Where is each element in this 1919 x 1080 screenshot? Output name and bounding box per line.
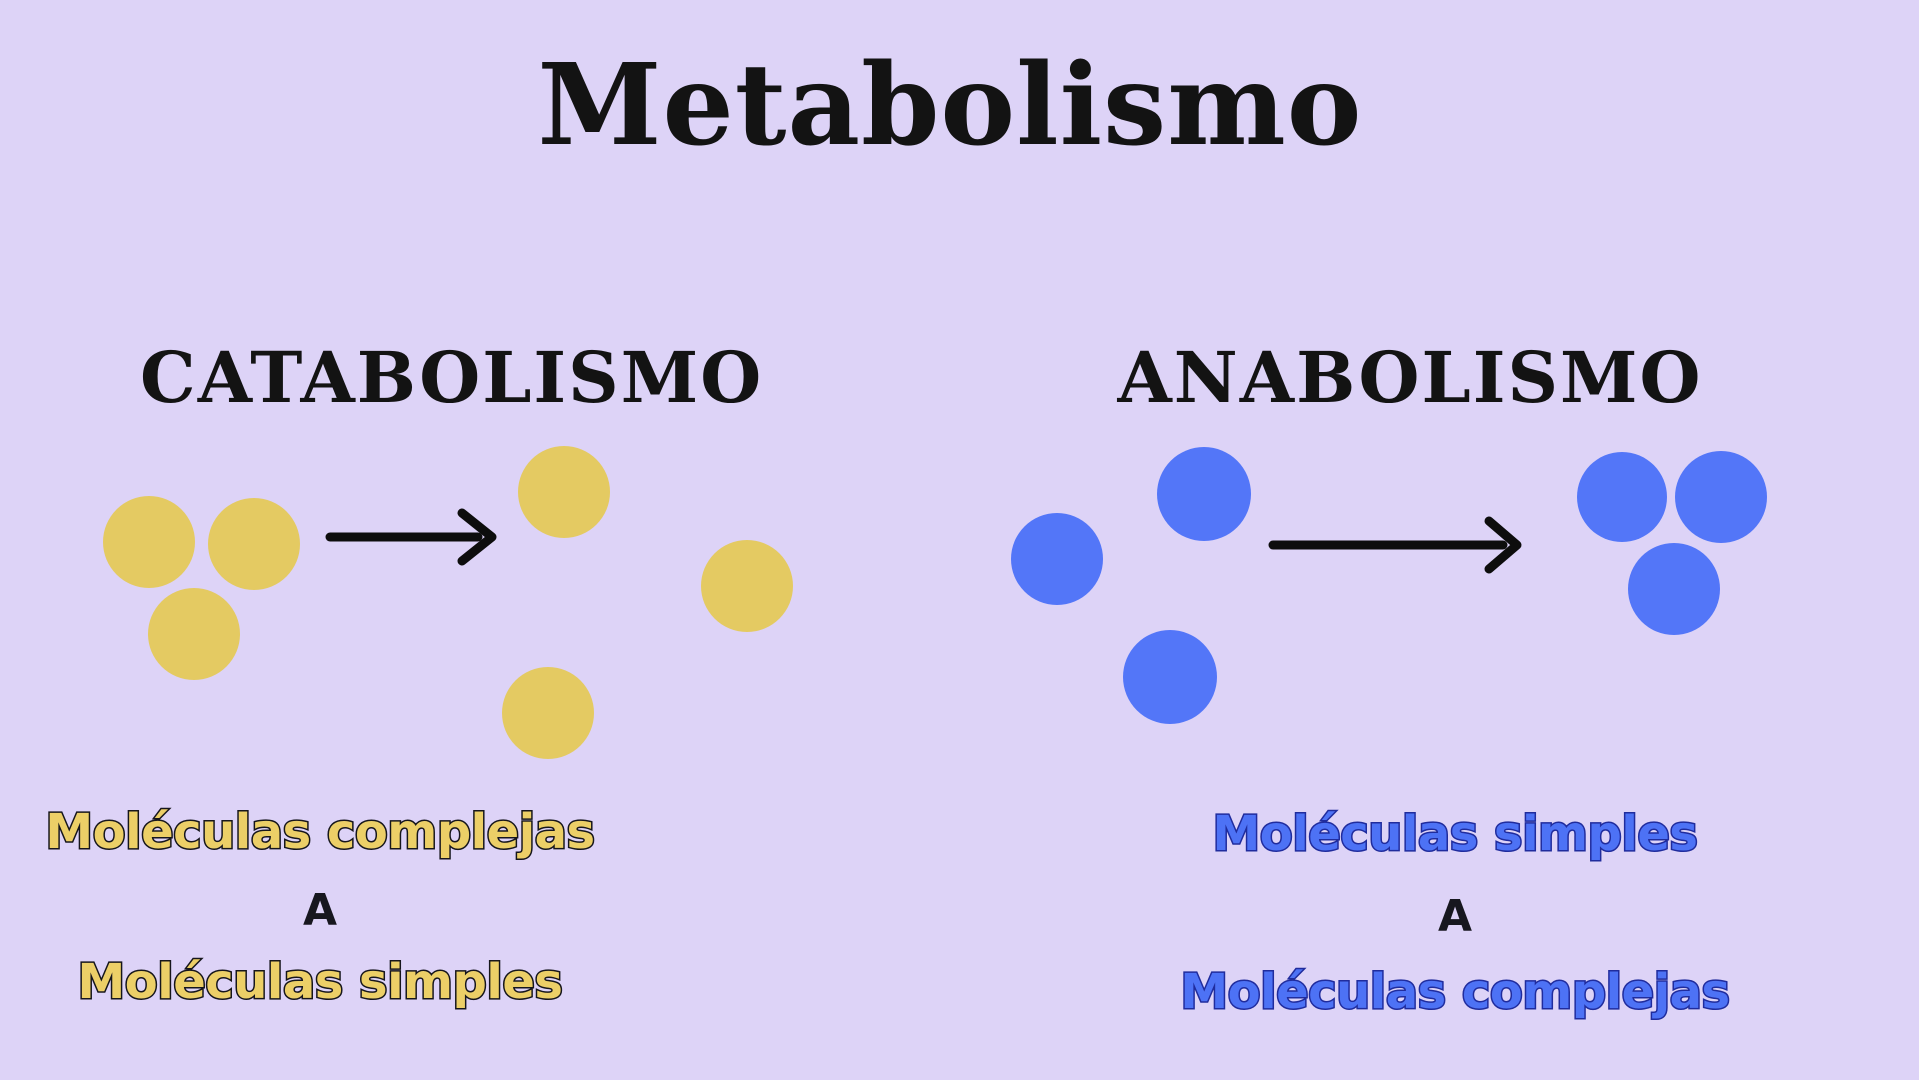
molecule-circle xyxy=(1123,630,1217,724)
anabolismo-heading: ANABOLISMO xyxy=(1117,336,1703,419)
catabolismo-heading: CATABOLISMO xyxy=(140,336,764,419)
molecule-circle xyxy=(1628,543,1720,635)
molecule-circle xyxy=(1675,451,1767,543)
catabolismo-complex-molecule-cluster xyxy=(103,496,300,680)
molecule-circle xyxy=(148,588,240,680)
molecule-circle xyxy=(518,446,610,538)
anabolismo-label-column: Moléculas simples A Moléculas complejas xyxy=(1145,802,1765,1025)
anabolismo-arrow-icon xyxy=(1268,516,1522,574)
anabolismo-connector-word: A xyxy=(1437,890,1473,942)
catabolismo-connector-word: A xyxy=(302,884,338,936)
anabolismo-complex-molecule-cluster xyxy=(1577,451,1767,635)
anabolismo-simple-molecules-scattered xyxy=(1011,447,1251,724)
molecule-circle xyxy=(1577,452,1667,542)
catabolismo-to-label: Moléculas simples xyxy=(76,953,564,1012)
molecule-circle xyxy=(1157,447,1251,541)
page-title: Metabolismo xyxy=(537,40,1363,171)
molecule-circle xyxy=(701,540,793,632)
catabolismo-arrow-icon xyxy=(325,508,497,566)
anabolismo-from-label: Moléculas simples xyxy=(1211,805,1699,864)
catabolismo-from-label: Moléculas complejas xyxy=(44,803,597,862)
catabolismo-simple-molecules-scattered xyxy=(502,446,793,759)
molecule-circle xyxy=(502,667,594,759)
molecule-circle xyxy=(1011,513,1103,605)
molecule-circle xyxy=(103,496,195,588)
molecule-circle xyxy=(208,498,300,590)
catabolismo-label-column: Moléculas complejas A Moléculas simples xyxy=(10,800,630,1015)
anabolismo-to-label: Moléculas complejas xyxy=(1179,963,1732,1022)
